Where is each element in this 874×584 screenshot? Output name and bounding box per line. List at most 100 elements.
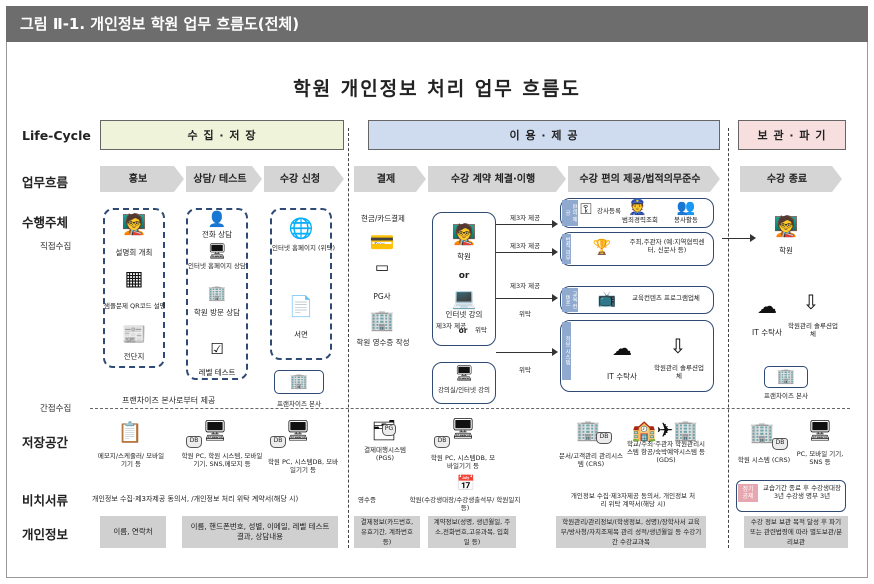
contract-third-label: 제3자 제공 (436, 322, 467, 330)
separator-use-keep (728, 128, 729, 548)
building-icon: 🏢 (749, 420, 775, 444)
system-group (560, 320, 714, 392)
arrowhead (552, 248, 558, 256)
web-icon: 🌐 (288, 216, 314, 240)
memo-icon: 📋 (117, 420, 143, 444)
database-icon: DB (434, 436, 450, 448)
contract-or-label: or (458, 271, 470, 281)
apply-homepage-label: 인터넷 홈페이지 (위탁) (272, 244, 336, 252)
contract-online-label: 인터넷 강의 (445, 310, 483, 319)
tag-retention: 정기 공제 (738, 484, 758, 502)
tag-legal: 법적 의무 (562, 234, 571, 264)
storage-6: 문서/고객관리 관리시스템 (CRS) (558, 452, 624, 468)
tag-convenience: 편의 제공 (562, 200, 578, 226)
label-documents: 비치서류 (22, 493, 69, 508)
storage-9: PC, 모바일 기기, SNS 등 (796, 450, 844, 466)
download-cloud-icon: ⇩ (669, 334, 687, 358)
contract-academy-label: 학원 (457, 252, 471, 261)
personal-2: 이름, 핸드폰번호, 성별, 이메일, 레벨 테스트 결과, 상담내용 (182, 516, 338, 548)
label-direct: 직접수집 (40, 242, 72, 252)
consult-phone-label: 전화 상담 (202, 230, 232, 239)
convenience-content-label: 교육컨텐츠 프로그램업체 (632, 294, 700, 302)
end-it-label: IT 수탁사 (752, 328, 782, 337)
end-franchise-box (764, 366, 808, 388)
document-icon: 📄 (288, 294, 314, 318)
database-icon: DB (596, 432, 612, 444)
police-icon: 👮 (628, 198, 647, 216)
end-franchise-label: 프랜차이즈 본사 (764, 392, 808, 400)
storage-8: 학원 시스템 (CRS) (737, 456, 791, 464)
pc-icon: 🖥 (202, 418, 228, 442)
step-contract: 수강 계약 체결·이행 (428, 166, 566, 192)
volunteer-icon: 👥 (676, 198, 696, 216)
document-2: 영수증 (358, 496, 376, 504)
pg-badge: PG (382, 424, 396, 436)
document-4: 개인정보 수집·제3자제공 동의서, 개인정보 처리 위탁 계약서(해당 시) (570, 492, 696, 508)
label-indirect: 간접수집 (40, 404, 72, 414)
pc-icon: 🖥 (450, 416, 476, 440)
arrowhead (552, 220, 558, 228)
calendar-icon: 📅 (456, 474, 476, 492)
consult-group (186, 208, 248, 380)
flyer-icon: 📰 (121, 322, 147, 346)
connector-line (496, 224, 552, 225)
legal-group (560, 232, 714, 266)
label-actor: 수행주체 (22, 215, 69, 230)
promo-briefing-label: 설명회 개최 (115, 248, 153, 257)
pay-methods-label: 현금/카드결제 (361, 214, 405, 223)
personal-4: 계약정보(성명, 생년월일, 주소,전화번호,고유과목, 입회일 등) (428, 516, 516, 548)
database-icon: DB (772, 438, 788, 450)
document-5: 교습기간 종료 후 수강생대장 3년 수강생 명부 3년 (763, 484, 841, 500)
step-consult: 상담/ 테스트 (186, 166, 262, 192)
promo-group (103, 208, 165, 368)
personal-6: 수강 정보 보관 목적 달성 후 파기 또는 관련법령에 따라 별도보관/분리보… (744, 516, 848, 548)
arrowhead (552, 348, 558, 356)
pay-receipt-label: 학원 영수증 작성 (356, 338, 410, 347)
provide-label-3: 제3자 제공 (510, 282, 541, 290)
tag-system: 정보 시스템 (562, 322, 571, 380)
lecturer-label: 강의실/인터넷 강의 (437, 386, 491, 394)
arrowhead (750, 234, 756, 242)
figure-frame (6, 42, 868, 578)
phase-use: 이 용 · 제 공 (368, 120, 720, 150)
franchise-box (274, 370, 324, 394)
pay-pg-label: PG사 (373, 292, 391, 301)
academy-building-icon: 🏢 (369, 308, 395, 332)
consult-visit-label: 학원 방문 상담 (193, 308, 241, 317)
consult-test-label: 레벨 테스트 (198, 368, 236, 377)
end-academy-label: 학원 (779, 246, 793, 255)
storage-2: 학원 PC, 학원 시스템, 모바일기기, SNS,메모지 등 (181, 452, 263, 468)
end-academy-icon: 🧑‍🏫 (773, 214, 799, 238)
consign-label-2: 위탁 (519, 366, 531, 374)
classroom-icon: 🖥 (454, 364, 474, 382)
contract-consign-label: 위탁 (475, 326, 487, 334)
storage-4: 결제대행시스템 (PGS) (364, 446, 406, 462)
content-group (560, 286, 714, 314)
lecturer-register-icon: ⚿ (580, 200, 592, 218)
apply-paper-label: 서면 (294, 330, 308, 339)
connector-line (496, 298, 552, 299)
storage-7: 학교/주최·주관자 학원관리시스템 항공/숙박예약시스템 등 (GDS) (626, 440, 706, 464)
step-pay: 결제 (354, 166, 426, 192)
apply-group (270, 208, 332, 360)
convenience-group (560, 198, 714, 228)
content-icon: 📺 (597, 290, 617, 308)
pc-icon: 🖥 (285, 418, 311, 442)
document-3: 학원(수강생대장/수강생출석부/ 학원일지 등) (409, 496, 521, 512)
indirect-line (90, 408, 850, 409)
arrowhead (552, 294, 558, 302)
phase-collect: 수 집 · 저 장 (100, 120, 344, 150)
separator-collect-use (348, 128, 349, 548)
convenience-ministry-label: 주최,주관자 (예:지역협력센터, 신문사 등) (629, 238, 705, 254)
connector-line (496, 252, 552, 253)
school-flight-icon: 🏫✈🏢 (631, 418, 699, 442)
connector-line (722, 238, 750, 239)
it-cloud-icon: ☁ (612, 336, 632, 360)
storage-1: 메모지/스케줄러/ 모바일기기 등 (97, 452, 165, 468)
end-solution-label: 학원관리 솔루션업체 (788, 322, 838, 338)
convenience-lecture-label: 강사등록 (597, 207, 621, 215)
provide-label-2: 제3자 제공 (510, 242, 541, 250)
tag-content: 교육 컨텐츠 (562, 288, 578, 312)
indirect-franchise-label: 프랜차이즈 본사 (277, 400, 321, 408)
label-storage: 저장공간 (22, 435, 69, 450)
